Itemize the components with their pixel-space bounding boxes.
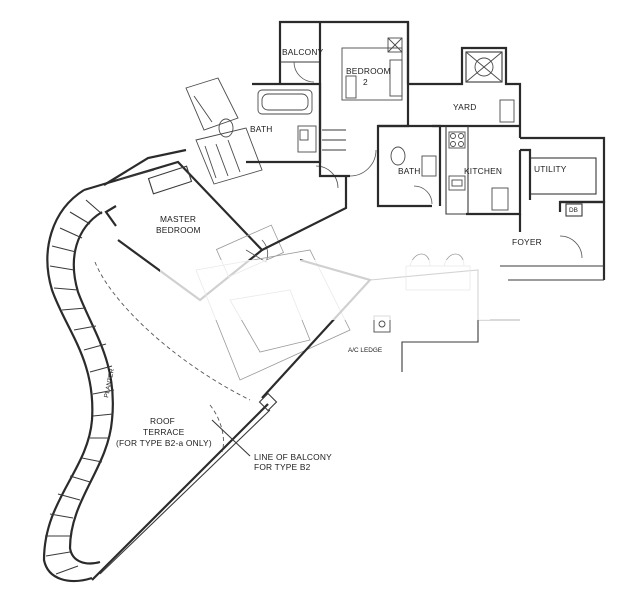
label-balcony: BALCONY xyxy=(282,47,324,57)
service-block xyxy=(378,46,522,216)
label-ac-ledge: A/C LEDGE xyxy=(348,347,382,354)
label-kitchen: KITCHEN xyxy=(464,166,502,176)
planter-band xyxy=(42,189,115,582)
label-utility: UTILITY xyxy=(534,164,567,174)
foyer-walls xyxy=(500,200,606,281)
note-balcony-line1: LINE OF BALCONY xyxy=(254,452,332,462)
label-master-line2: BEDROOM xyxy=(156,225,201,235)
bedroom2-walls xyxy=(318,22,432,208)
label-bedroom2-line1: BEDROOM xyxy=(346,66,391,76)
label-master-line1: MASTER xyxy=(160,214,196,224)
label-foyer: FOYER xyxy=(512,237,542,247)
label-planter: PLANTER xyxy=(103,368,116,399)
label-bath-common: BATH xyxy=(398,166,421,176)
label-db: DB xyxy=(569,207,578,214)
master-bath xyxy=(218,82,346,189)
label-roof-line2: TERRACE xyxy=(143,427,185,437)
label-bedroom2-line2: 2 xyxy=(363,77,368,87)
label-yard: YARD xyxy=(453,102,476,112)
label-bath-master: BATH xyxy=(250,124,273,134)
balcony-note-leader xyxy=(211,419,251,457)
balcony-dashed-line xyxy=(94,261,251,401)
label-roof-line3: (FOR TYPE B2-a ONLY) xyxy=(116,438,212,448)
roof-terrace-edge xyxy=(91,403,271,581)
note-balcony-line2: FOR TYPE B2 xyxy=(254,462,311,472)
label-roof-line1: ROOF xyxy=(150,416,175,426)
